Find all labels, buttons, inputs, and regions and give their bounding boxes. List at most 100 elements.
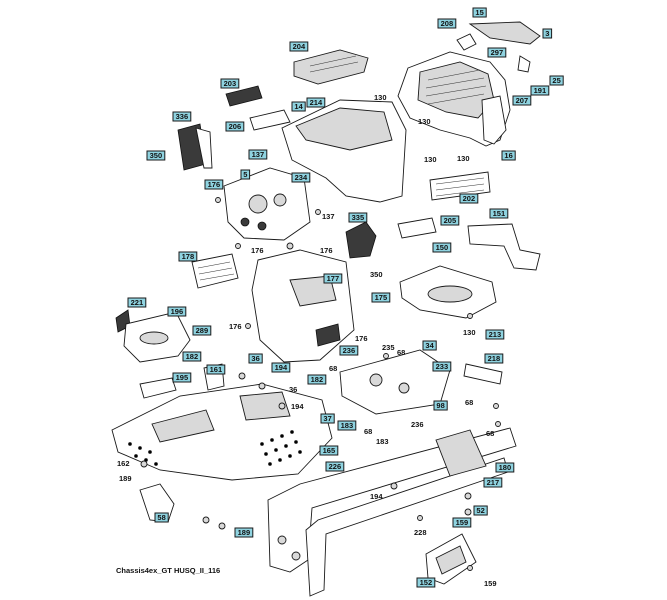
control-plate [339,349,451,415]
hood-top-panel [293,49,369,85]
callout-number: 226 [329,462,342,471]
callout-203: 203 [220,78,240,89]
callout-207: 207 [512,95,532,106]
callout-182: 182 [307,374,327,385]
callout-box [459,193,479,204]
label-68: 68 [364,427,372,436]
callout-number: 297 [491,48,504,57]
callout-number: 150 [436,243,449,252]
callout-number: 207 [516,96,529,105]
seat-pod [115,309,191,363]
callout-box [472,7,487,18]
callout-58: 58 [154,512,169,523]
callout-289: 289 [192,325,212,336]
callout-number: 34 [425,341,434,350]
callout-204: 204 [289,41,309,52]
callout-number: 182 [311,375,324,384]
callout-189: 189 [234,527,254,538]
callout-150: 150 [432,242,452,253]
callout-box [172,111,192,122]
callout-box [306,97,326,108]
callout-number: 182 [186,352,199,361]
fender-tower [251,249,355,363]
callout-box [489,208,509,219]
diagram-caption: Chassis4ex_GT HUSQ_II_116 [116,566,221,575]
callout-box [483,477,503,488]
callout-183: 183 [337,420,357,431]
label-130: 130 [418,117,431,126]
callout-box [291,172,311,183]
callout-number: 217 [487,478,500,487]
callout-box [432,361,452,372]
callout-217: 217 [483,477,503,488]
callout-number: 159 [456,518,469,527]
callout-number: 191 [534,86,547,95]
callout-number: 37 [323,414,331,423]
callout-number: 36 [251,354,259,363]
callout-number: 98 [436,401,444,410]
callout-number: 196 [171,307,184,316]
callout-box [320,413,335,424]
callout-151: 151 [489,208,509,219]
callout-box [495,462,515,473]
callout-336: 336 [172,111,192,122]
decal-plate [191,253,239,289]
callout-number: 214 [310,98,323,107]
callout-3: 3 [542,28,553,39]
callout-25: 25 [549,75,564,86]
callout-number: 180 [499,463,512,472]
callout-box [225,121,245,132]
callout-number: 177 [327,274,340,283]
label-176: 176 [229,322,242,331]
callout-box [440,215,460,226]
callout-box [432,242,452,253]
label-189: 189 [119,474,132,483]
callout-box [512,95,532,106]
callout-box [289,41,309,52]
steering-console [223,167,311,241]
callout-number: 335 [352,213,365,222]
dash-panel-strip [225,85,291,131]
footrest-deck [111,383,333,481]
label-235: 235 [382,343,395,352]
callout-221: 221 [127,297,147,308]
callout-213: 213 [485,329,505,340]
callout-box [452,517,472,528]
callout-number: 178 [182,252,195,261]
callout-box [248,149,268,160]
callout-number: 3 [545,29,549,38]
callout-175: 175 [371,292,391,303]
callout-36: 36 [248,353,263,364]
callout-number: 213 [489,330,502,339]
callout-box [485,329,505,340]
callout-box [433,400,448,411]
label-228: 228 [414,528,427,537]
label-236: 236 [411,420,424,429]
callout-178: 178 [178,251,198,262]
callout-box [422,340,437,351]
label-137: 137 [322,212,335,221]
callout-box [325,461,345,472]
callout-number: 236 [343,346,356,355]
label-68: 68 [486,429,494,438]
callout-137: 137 [248,149,268,160]
callout-box [206,364,226,375]
callout-number: 233 [436,362,449,371]
callout-number: 25 [552,76,560,85]
callout-335: 335 [348,212,368,223]
callout-202: 202 [459,193,479,204]
callout-number: 206 [229,122,242,131]
callout-number: 175 [375,293,388,302]
side-bracket [177,123,213,171]
callout-number: 221 [131,298,144,307]
label-162: 162 [117,459,130,468]
callout-number: 204 [293,42,306,51]
callout-number: 195 [176,373,189,382]
callout-box [154,512,169,523]
callout-233: 233 [432,361,452,372]
callout-number: 336 [176,112,189,121]
callout-box [178,251,198,262]
callout-box [337,420,357,431]
callout-236: 236 [339,345,359,356]
callout-number: 202 [463,194,476,203]
